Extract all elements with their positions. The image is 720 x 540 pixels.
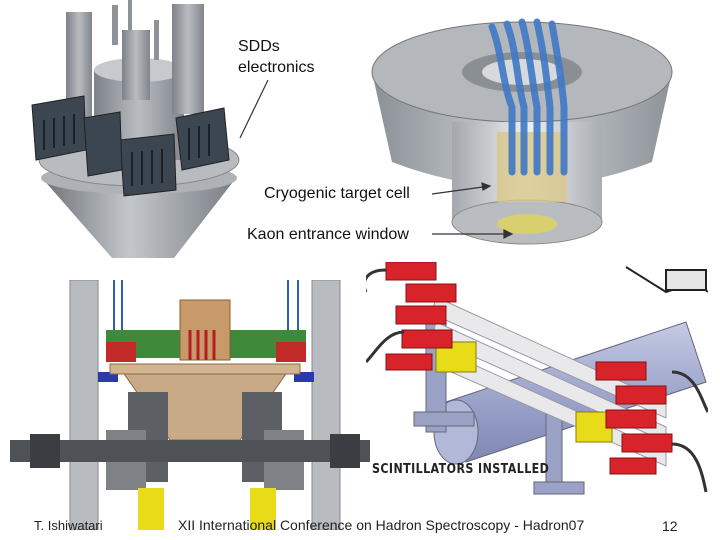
- sdd-electronics-render: [31, 0, 240, 258]
- cryostat-render: [371, 18, 673, 245]
- kaon-entrance-window-label: Kaon entrance window: [247, 225, 409, 244]
- sdds-label-line2: electronics: [238, 59, 315, 76]
- scintillator-render: [366, 262, 708, 495]
- footer-author: T. Ishiwatari: [34, 518, 103, 533]
- sdds-label-line1: SDDs: [238, 38, 280, 55]
- cryogenic-target-cell-label: Cryogenic target cell: [264, 185, 410, 202]
- footer-page-number: 12: [662, 518, 678, 534]
- front-view-render: [10, 280, 370, 530]
- sdds-electronics-label: SDDs electronics: [238, 36, 314, 78]
- footer-conference: XII International Conference on Hadron S…: [178, 517, 585, 533]
- scintillators-installed-label: SCINTILLATORS INSTALLED: [372, 462, 550, 477]
